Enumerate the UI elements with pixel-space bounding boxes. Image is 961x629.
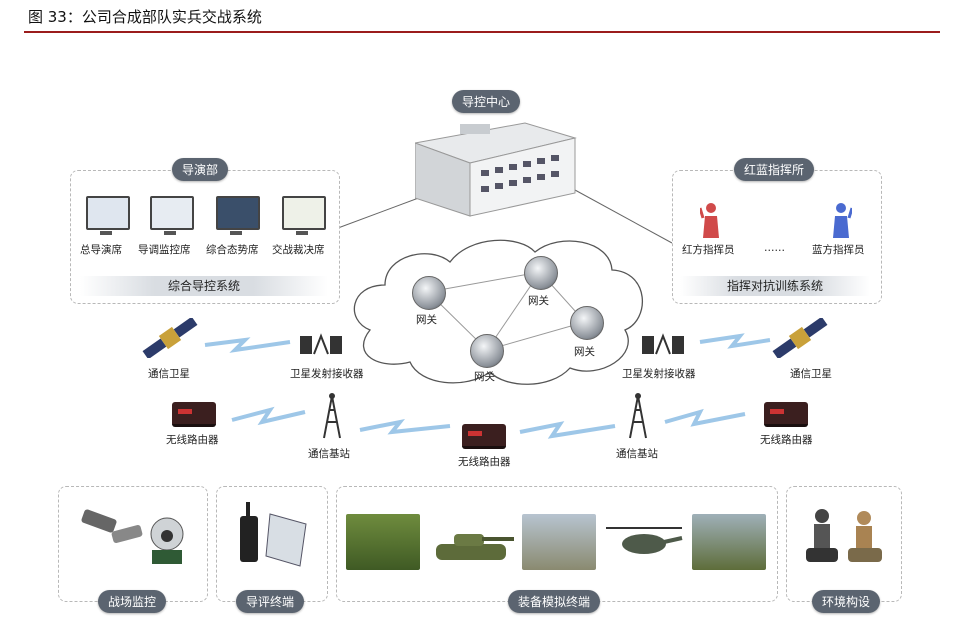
red-commander-label: 红方指挥员 <box>682 244 735 256</box>
seat-label-monitoring: 导调监控席 <box>138 244 191 256</box>
monitor-icon <box>150 196 194 235</box>
wireless-link <box>519 421 616 439</box>
base-station-icon <box>323 393 341 439</box>
transceiver-icon <box>642 333 684 355</box>
router-icon <box>172 402 216 427</box>
gateway-icon <box>570 306 604 340</box>
base-station-label-right: 通信基站 <box>616 448 658 460</box>
transceiver-label-left: 卫星发射接收器 <box>290 368 364 380</box>
environment-label: 环境构设 <box>812 590 881 613</box>
seat-label-director: 总导演席 <box>80 244 122 256</box>
base-station-label-left: 通信基站 <box>308 448 350 460</box>
satellite-label-left: 通信卫星 <box>148 368 190 380</box>
seat-label-situation: 综合态势席 <box>206 244 259 256</box>
radio-terminal-icon <box>240 502 307 567</box>
blue-commander-icon <box>833 203 852 238</box>
satellite-icon <box>142 318 198 358</box>
transceiver-label-right: 卫星发射接收器 <box>622 368 696 380</box>
transceiver-icon <box>300 333 342 355</box>
ellipsis-label: …… <box>764 242 785 254</box>
wireless-link <box>204 337 291 353</box>
gateway-icon <box>470 334 504 368</box>
title-rule <box>24 31 940 33</box>
wireless-link <box>231 406 306 426</box>
wireless-link <box>664 408 746 427</box>
figure-title: 图 33：公司合成部队实兵交战系统 <box>28 8 262 26</box>
artillery-photo <box>522 514 596 570</box>
satellite-icon <box>772 318 828 358</box>
building-icon <box>415 122 577 217</box>
monitor-icon <box>216 196 260 235</box>
command-system-bar: 指挥对抗训练系统 <box>680 276 870 296</box>
equipment-label: 装备模拟终端 <box>508 590 601 613</box>
gateway-icon <box>412 276 446 310</box>
router-label-center: 无线路由器 <box>458 456 511 468</box>
monitor-icon <box>282 196 326 235</box>
gateway-label: 网关 <box>416 314 437 326</box>
surveillance-panel <box>58 486 208 602</box>
missile-team-photo <box>692 514 766 570</box>
satellite-label-right: 通信卫星 <box>790 368 832 380</box>
helicopter-icon <box>606 527 683 554</box>
router-icon <box>764 402 808 427</box>
gateway-label: 网关 <box>574 346 595 358</box>
router-label-left: 无线路由器 <box>166 434 219 446</box>
environment-panel <box>786 486 902 602</box>
red-commander-icon <box>700 203 719 238</box>
gateway-label: 网关 <box>474 371 495 383</box>
surveillance-label: 战场监控 <box>98 590 167 613</box>
wireless-link <box>699 333 771 349</box>
wireless-link <box>359 418 451 435</box>
command-post-label: 红蓝指挥所 <box>734 158 815 181</box>
base-station-icon <box>629 393 647 439</box>
gateway-icon <box>524 256 558 290</box>
directing-department-label: 导演部 <box>172 158 229 181</box>
control-center-label: 导控中心 <box>452 90 521 113</box>
router-icon <box>462 424 506 449</box>
soldier-photo <box>346 514 420 570</box>
directing-system-bar: 综合导控系统 <box>80 276 328 296</box>
camera-icon <box>81 509 184 564</box>
router-label-right: 无线路由器 <box>760 434 813 446</box>
seat-label-adjudication: 交战裁决席 <box>272 244 325 256</box>
monitor-icon <box>86 196 130 235</box>
evaluation-label: 导评终端 <box>236 590 305 613</box>
blue-commander-label: 蓝方指挥员 <box>812 244 865 256</box>
tank-icon <box>436 534 514 560</box>
gateway-label: 网关 <box>528 295 549 307</box>
robot-target-icon <box>806 509 882 562</box>
